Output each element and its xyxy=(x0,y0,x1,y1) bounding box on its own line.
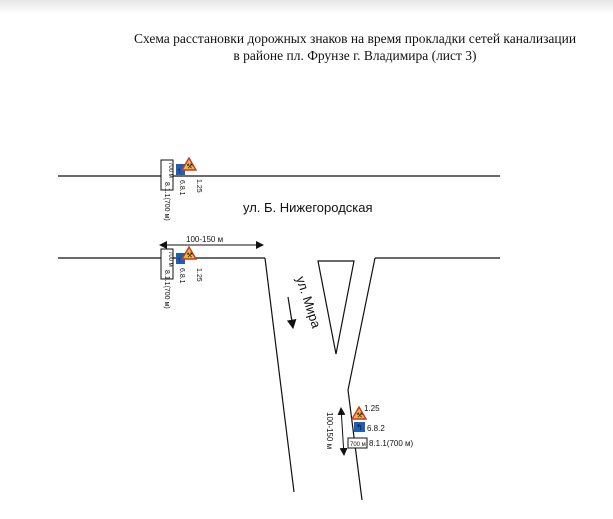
title-line-1: Схема расстановки дорожных знаков на вре… xyxy=(133,31,577,46)
distance-plate-text: 700 м xyxy=(167,162,173,178)
plate-code: 8.1.1(700 м) xyxy=(369,439,414,448)
scan-edge-shadow xyxy=(0,0,613,14)
distance-plate xyxy=(160,248,174,280)
distance-plate xyxy=(160,159,174,191)
detour-sign-icon xyxy=(354,422,365,432)
roadworks-sign-glyph: ⚒ xyxy=(187,163,193,171)
roadworks-sign-glyph: ⚒ xyxy=(357,412,363,420)
street-label-main: ул. Б. Нижегородская xyxy=(243,200,373,215)
dimension-label: 100-150 м xyxy=(325,412,334,449)
plate-code: 8.1.1(700 м) xyxy=(163,270,170,309)
sign-code-detour: 6.8.1 xyxy=(178,268,185,284)
roadworks-sign-icon xyxy=(180,156,198,171)
detour-sign-icon xyxy=(176,164,185,175)
roadworks-sign-icon xyxy=(180,245,198,260)
distance-plate-text: 700 м xyxy=(350,442,366,448)
street-label-side: ул. Мира xyxy=(293,274,324,330)
sign-group-bottom: ⚒ 1.25 ↰ 6.8.2 700 м 8.1.1(700 м) 100-15… xyxy=(325,404,414,456)
sign-code-detour: 6.8.1 xyxy=(178,180,185,196)
sign-group-top: 700 м ↑ ⚒ 1.25 6.8.1 8.1.1(700 м) xyxy=(160,156,202,221)
side-street-left-edge xyxy=(264,257,295,493)
side-street-right-edge xyxy=(347,257,376,501)
detour-sign-arrow: ↰ xyxy=(356,423,363,432)
sign-code-warning: 1.25 xyxy=(195,179,202,193)
roadworks-sign-glyph: ⚒ xyxy=(187,252,193,260)
distance-plate-text: 700 м xyxy=(167,251,173,267)
sign-group-middle: 700 м ↑ ⚒ 1.25 6.8.1 8.1.1(700 м) 100-15… xyxy=(159,235,264,309)
detour-sign-arrow: ↑ xyxy=(177,255,181,264)
sign-code-warning: 1.25 xyxy=(364,404,380,413)
roadworks-sign-icon xyxy=(350,405,368,420)
title-line-2: в районе пл. Фрунзе г. Владимира (лист 3… xyxy=(233,48,477,63)
dimension-label: 100-150 м xyxy=(186,235,223,244)
dimension-arrow xyxy=(337,407,348,456)
detour-sign-arrow: ↑ xyxy=(177,166,181,175)
sign-code-detour: 6.8.2 xyxy=(367,424,385,433)
traffic-island xyxy=(317,260,355,355)
scheme-title: Схема расстановки дорожных знаков на вре… xyxy=(120,30,590,64)
plate-code: 8.1.1(700 м) xyxy=(163,182,170,221)
detour-sign-icon xyxy=(176,253,185,264)
side-street-direction-arrow xyxy=(286,296,297,330)
sign-code-warning: 1.25 xyxy=(195,268,202,282)
